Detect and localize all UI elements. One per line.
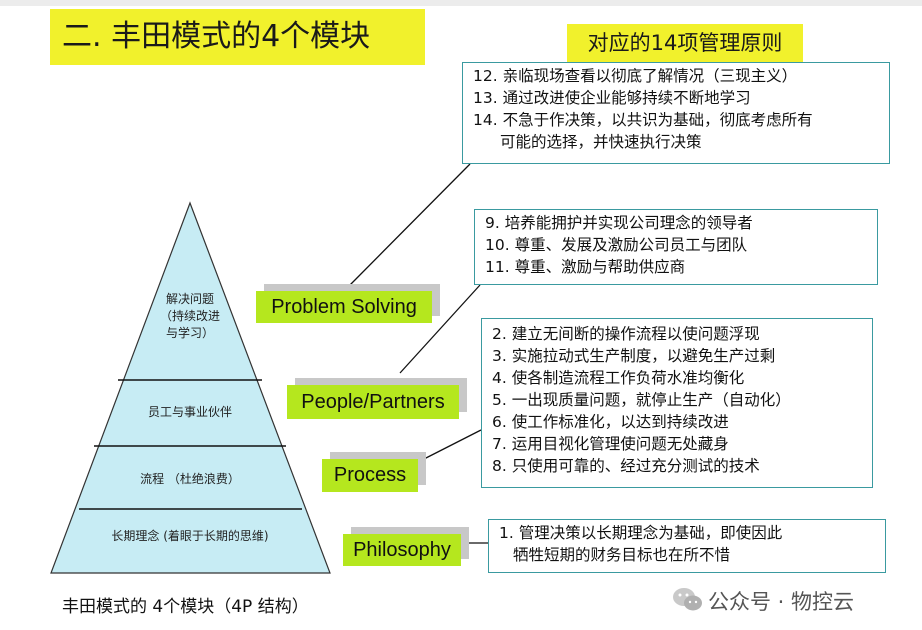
principle-item: 8. 只使用可靠的、经过充分测试的技术: [492, 457, 760, 475]
top-divider: [0, 0, 922, 6]
tag-philosophy: Philosophy: [343, 527, 469, 566]
principle-item: 4. 使各制造流程工作负荷水准均衡化: [492, 369, 745, 387]
principle-item: 可能的选择，并快速执行决策: [500, 133, 702, 151]
principle-item: 5. 一出现质量问题，就停止生产（自动化）: [492, 391, 791, 409]
principle-item: 7. 运用目视化管理使问题无处藏身: [492, 435, 729, 453]
principle-item: 6. 使工作标准化，以达到持续改进: [492, 413, 729, 431]
pyramid-top-label: 解决问题 （持续改进 与学习）: [140, 291, 240, 342]
principle-item: 11. 尊重、激励与帮助供应商: [485, 258, 686, 276]
tag-philosophy-label: Philosophy: [343, 534, 461, 566]
pyramid-layer2-label: 员工与事业伙伴: [147, 405, 232, 419]
pyramid-top-line: 与学习）: [165, 326, 214, 340]
figure-caption: 丰田模式的 4个模块（4P 结构）: [62, 597, 309, 617]
connector-people-partners: [399, 284, 481, 374]
pyramid-bottom-label: 长期理念 (着眼于长期的思维): [111, 529, 269, 543]
tag-people-partners: People/Partners: [287, 378, 467, 419]
pyramid-top-line: 解决问题: [165, 292, 214, 306]
principle-item: 10. 尊重、发展及激励公司员工与团队: [485, 236, 748, 254]
wechat-icon: [673, 588, 702, 611]
principle-item: 14. 不急于作决策，以共识为基础，彻底考虑所有: [473, 111, 813, 129]
page-title: 二. 丰田模式的4个模块: [50, 9, 425, 65]
principles-box-philosophy: 1. 管理决策以长期理念为基础，即使因此 牺牲短期的财务目标也在所不惜: [488, 519, 886, 573]
connector-problem-solving: [348, 163, 471, 287]
tag-people-partners-label: People/Partners: [287, 385, 459, 419]
watermark-text: 公众号 · 物控云: [708, 590, 855, 614]
principle-item: 牺牲短期的财务目标也在所不惜: [513, 546, 731, 564]
principles-box-people-partners: 9. 培养能拥护并实现公司理念的领导者 10. 尊重、发展及激励公司员工与团队 …: [474, 209, 878, 285]
principle-item: 12. 亲临现场查看以彻底了解情况（三现主义）: [473, 67, 798, 85]
principle-item: 2. 建立无间断的操作流程以使问题浮现: [492, 325, 760, 343]
tag-process: Process: [322, 452, 426, 492]
connector-process: [423, 429, 482, 460]
principles-box-process: 2. 建立无间断的操作流程以使问题浮现 3. 实施拉动式生产制度，以避免生产过剩…: [481, 318, 873, 488]
principle-item: 3. 实施拉动式生产制度，以避免生产过剩: [492, 347, 776, 365]
tag-problem-solving-label: Problem Solving: [256, 291, 432, 323]
watermark: 公众号 · 物控云: [672, 582, 902, 618]
tag-process-label: Process: [322, 459, 418, 492]
tag-problem-solving: Problem Solving: [256, 284, 440, 323]
principle-item: 1. 管理决策以长期理念为基础，即使因此: [499, 524, 783, 542]
pyramid-layer3-label: 流程 （杜绝浪费）: [140, 472, 240, 486]
pyramid-shape: [50, 201, 331, 574]
pyramid-top-line: （持续改进: [159, 309, 220, 323]
principle-item: 13. 通过改进使企业能够持续不断地学习: [473, 89, 751, 107]
principles-box-problem-solving: 12. 亲临现场查看以彻底了解情况（三现主义） 13. 通过改进使企业能够持续不…: [462, 62, 890, 164]
principle-item: 9. 培养能拥护并实现公司理念的领导者: [485, 214, 753, 232]
principles-header: 对应的14项管理原则: [567, 24, 803, 62]
